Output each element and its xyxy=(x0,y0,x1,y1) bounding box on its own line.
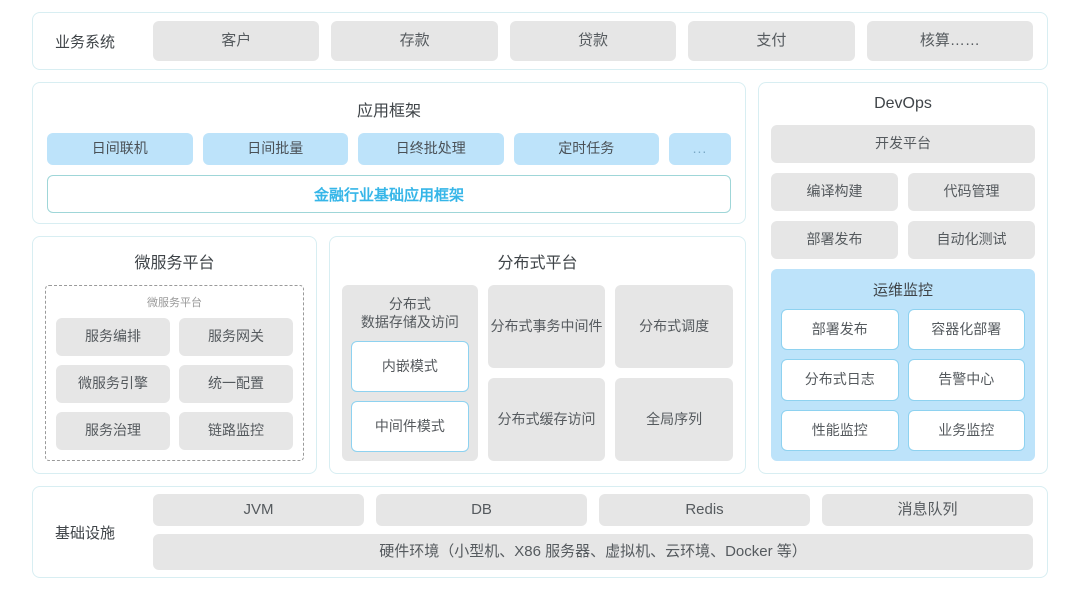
business-system-customer[interactable]: 客户 xyxy=(153,21,320,61)
ops-performance-monitoring[interactable]: 性能监控 xyxy=(781,409,899,451)
middle-left-column: 应用框架 日间联机 日间批量 日终批处理 定时任务 ... 金融行业基础应用框架… xyxy=(32,82,746,474)
ops-alert-center[interactable]: 告警中心 xyxy=(907,359,1025,401)
microservice-unified-config[interactable]: 统一配置 xyxy=(179,365,293,403)
devops-code-management[interactable]: 代码管理 xyxy=(908,173,1035,211)
ops-monitoring-grid: 部署发布 容器化部署 分布式日志 告警中心 性能监控 业务监控 xyxy=(781,309,1025,451)
devops-grid: 编译构建 代码管理 部署发布 自动化测试 xyxy=(771,173,1035,259)
distributed-middleware-mode[interactable]: 中间件模式 xyxy=(351,401,469,452)
microservice-service-governance[interactable]: 服务治理 xyxy=(56,412,170,450)
distributed-cache-access[interactable]: 分布式 缓存访问 xyxy=(487,378,606,461)
microservice-engine[interactable]: 微服务引擎 xyxy=(56,365,170,403)
infrastructure-hardware-row: 硬件环境（小型机、X86 服务器、虚拟机、云环境、Docker 等） xyxy=(153,534,1033,570)
business-system-loan[interactable]: 贷款 xyxy=(509,21,677,61)
infrastructure-redis[interactable]: Redis xyxy=(599,494,810,526)
microservice-service-gateway[interactable]: 服务网关 xyxy=(179,318,293,356)
infrastructure-db[interactable]: DB xyxy=(376,494,587,526)
app-framework-scheduled-task[interactable]: 定时任务 xyxy=(513,133,659,165)
distributed-global-sequence[interactable]: 全局序列 xyxy=(615,378,734,461)
ops-deploy-release[interactable]: 部署发布 xyxy=(781,309,899,351)
distributed-platform-body: 分布式 数据存储及访问 内嵌模式 中间件模式 分布式 事务中间件 xyxy=(342,285,734,461)
business-system-accounting[interactable]: 核算…… xyxy=(866,21,1034,61)
distributed-cache-access-line2: 缓存访问 xyxy=(539,410,596,427)
devops-column: DevOps 开发平台 编译构建 代码管理 部署发布 自动化测试 运维监控 部署… xyxy=(758,82,1048,474)
infrastructure-label: 基础设施 xyxy=(55,524,116,542)
devops-compile-build[interactable]: 编译构建 xyxy=(771,173,898,211)
infrastructure-section: 基础设施 JVM DB Redis 消息队列 硬件环境（小型机、X86 服务器、… xyxy=(32,486,1048,578)
microservice-platform-inner-box: 微服务平台 服务编排 服务网关 微服务引擎 统一配置 服务治理 链路监控 xyxy=(45,285,304,461)
devops-dev-platform[interactable]: 开发平台 xyxy=(771,125,1035,163)
business-systems-chip-list: 客户 存款 贷款 支付 核算…… xyxy=(153,21,1034,61)
platforms-row: 微服务平台 微服务平台 服务编排 服务网关 微服务引擎 统一配置 服务治理 链路… xyxy=(32,236,746,474)
distributed-platform-title: 分布式平台 xyxy=(497,255,578,272)
microservice-platform-section: 微服务平台 微服务平台 服务编排 服务网关 微服务引擎 统一配置 服务治理 链路… xyxy=(32,236,317,474)
business-system-deposit[interactable]: 存款 xyxy=(331,21,498,61)
ops-containerized-deploy[interactable]: 容器化部署 xyxy=(907,309,1025,351)
app-framework-daytime-online[interactable]: 日间联机 xyxy=(47,133,193,165)
distributed-scheduling[interactable]: 分布式调度 xyxy=(615,285,734,368)
middle-region: 应用框架 日间联机 日间批量 日终批处理 定时任务 ... 金融行业基础应用框架… xyxy=(32,82,1048,474)
app-framework-eod-batch[interactable]: 日终批处理 xyxy=(358,133,504,165)
distributed-embedded-mode[interactable]: 内嵌模式 xyxy=(351,341,469,393)
app-framework-section: 应用框架 日间联机 日间批量 日终批处理 定时任务 ... 金融行业基础应用框架 xyxy=(32,82,746,224)
app-framework-more-button[interactable]: ... xyxy=(669,133,731,165)
devops-section: DevOps 开发平台 编译构建 代码管理 部署发布 自动化测试 运维监控 部署… xyxy=(758,82,1048,474)
microservice-platform-title: 微服务平台 xyxy=(134,255,215,272)
ops-distributed-logging[interactable]: 分布式日志 xyxy=(781,359,899,401)
devops-title: DevOps xyxy=(874,95,932,112)
devops-deploy-release[interactable]: 部署发布 xyxy=(771,221,898,259)
app-framework-chip-list: 日间联机 日间批量 日终批处理 定时任务 ... xyxy=(47,133,731,165)
infrastructure-chip-list: JVM DB Redis 消息队列 xyxy=(153,494,1033,526)
distributed-cache-access-line1: 分布式 xyxy=(497,410,540,427)
microservice-platform-grid: 服务编排 服务网关 微服务引擎 统一配置 服务治理 链路监控 xyxy=(56,318,293,450)
distributed-transaction-middleware-line1: 分布式 xyxy=(490,317,533,334)
distributed-data-storage-title-line1: 分布式 xyxy=(388,296,431,312)
distributed-column-three: 分布式调度 全局序列 xyxy=(615,285,734,461)
business-systems-label: 业务系统 xyxy=(55,33,116,51)
devops-automated-testing[interactable]: 自动化测试 xyxy=(908,221,1035,259)
microservice-trace-monitoring[interactable]: 链路监控 xyxy=(179,412,293,450)
ops-monitoring-title: 运维监控 xyxy=(872,282,933,299)
infrastructure-message-queue[interactable]: 消息队列 xyxy=(822,494,1033,526)
microservice-platform-inner-title: 微服务平台 xyxy=(147,297,202,309)
microservice-service-orchestration[interactable]: 服务编排 xyxy=(56,318,170,356)
business-system-payment[interactable]: 支付 xyxy=(688,21,855,61)
distributed-data-storage-title-line2: 数据存储及访问 xyxy=(360,314,459,331)
app-framework-title: 应用框架 xyxy=(356,103,421,120)
app-framework-daytime-batch[interactable]: 日间批量 xyxy=(202,133,348,165)
infrastructure-stack: JVM DB Redis 消息队列 硬件环境（小型机、X86 服务器、虚拟机、云… xyxy=(153,494,1033,570)
distributed-data-storage-title: 分布式 数据存储及访问 xyxy=(351,295,469,331)
ops-monitoring-group: 运维监控 部署发布 容器化部署 分布式日志 告警中心 性能监控 业务监控 xyxy=(771,269,1035,461)
distributed-data-storage-group: 分布式 数据存储及访问 内嵌模式 中间件模式 xyxy=(342,285,478,461)
distributed-transaction-middleware[interactable]: 分布式 事务中间件 xyxy=(487,285,606,368)
business-systems-section: 业务系统 客户 存款 贷款 支付 核算…… xyxy=(32,12,1048,70)
distributed-column-two: 分布式 事务中间件 分布式 缓存访问 xyxy=(487,285,606,461)
distributed-platform-section: 分布式平台 分布式 数据存储及访问 内嵌模式 中间件模式 xyxy=(329,236,746,474)
distributed-transaction-middleware-line2: 事务中间件 xyxy=(532,317,603,334)
ops-business-monitoring[interactable]: 业务监控 xyxy=(907,409,1025,451)
infrastructure-jvm[interactable]: JVM xyxy=(153,494,364,526)
infrastructure-hardware-environment[interactable]: 硬件环境（小型机、X86 服务器、虚拟机、云环境、Docker 等） xyxy=(153,534,1033,570)
app-framework-base-banner: 金融行业基础应用框架 xyxy=(47,175,731,213)
